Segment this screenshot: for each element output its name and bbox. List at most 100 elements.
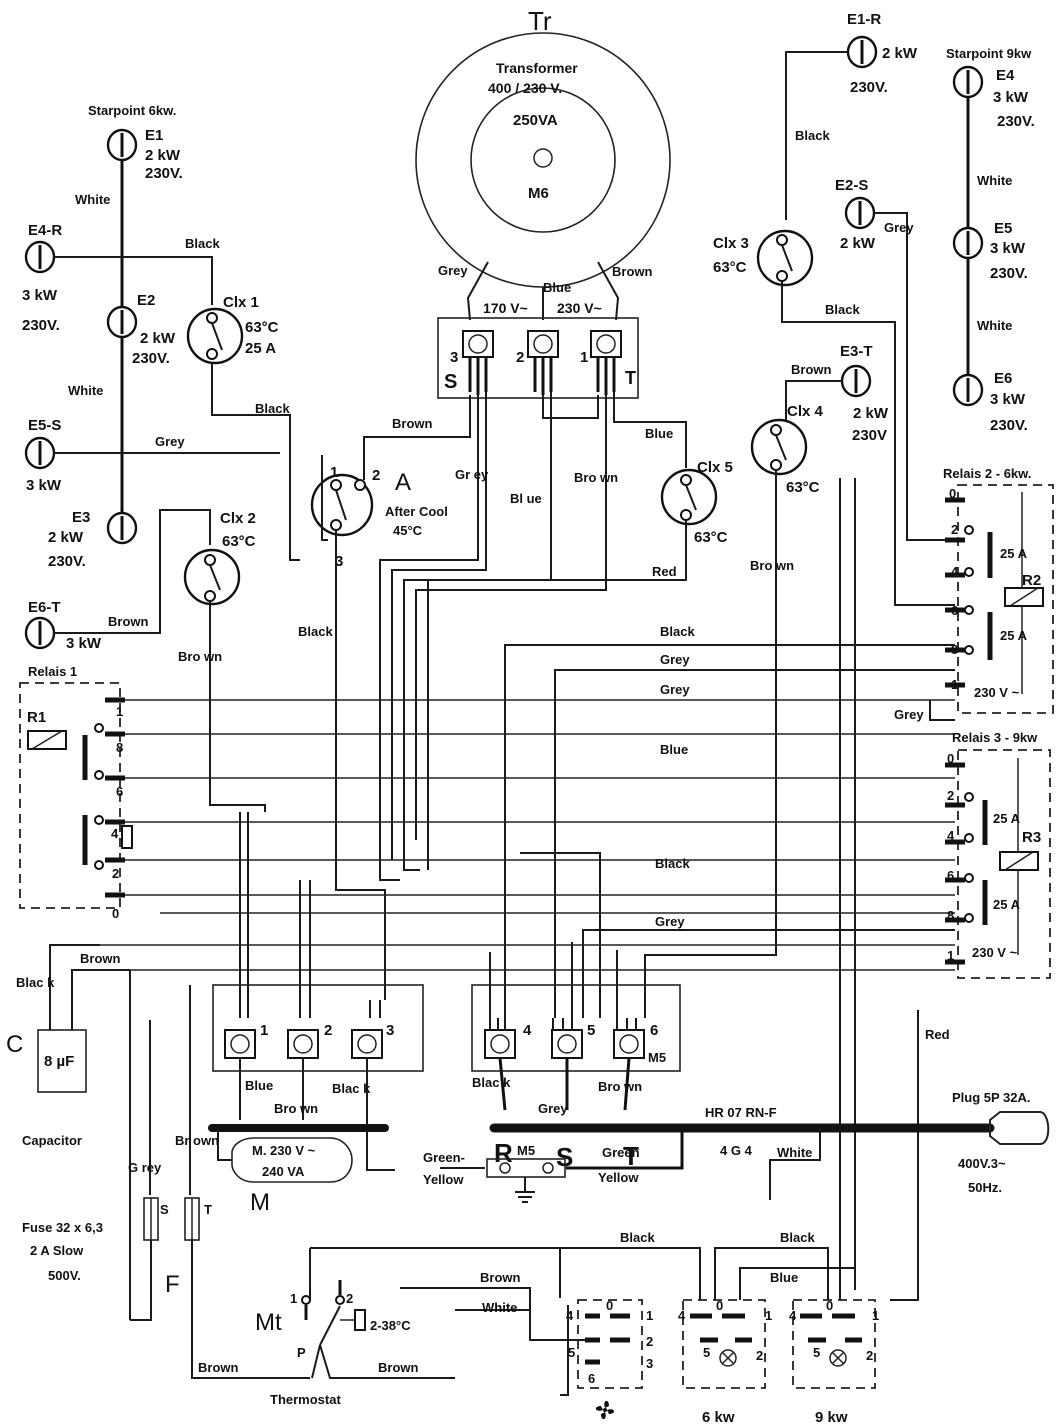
relay2-pin-6: 6 [951,603,958,618]
wire-brown: Bro wn [574,470,618,485]
switch-9kw [792,1299,876,1389]
switch-6kw [682,1299,766,1389]
heating-elements-9kw: E1-R 2 kW 230V. Black Starpoint 9kw E4 3… [785,11,1035,541]
clx1-amps: 25 A [245,340,276,357]
relay3-rating: 25 A [993,811,1021,826]
room-thermostat: Mt 1 2 2-38°C P Brown Brown Thermostat [198,1247,561,1407]
thermostat-clx1-icon [186,307,244,365]
e5-power: 3 kW [990,240,1026,257]
wire-red: Red [925,1027,950,1042]
relay3-coil-label: R3 [1022,829,1041,846]
thermostat-range: 2-38°C [370,1318,411,1333]
wire-white: White [977,318,1012,333]
clx4-icon [750,418,808,476]
terminal-screw-icon [619,1034,639,1054]
e4-power: 3 kW [993,89,1029,106]
wire-grey: Grey [655,914,685,929]
earth-mount-label: M5 [517,1143,535,1158]
transformer-ratio: 400 / 230 V. [488,80,562,96]
wire-grey: Grey [538,1101,568,1116]
clx4-temp: 63°C [786,479,820,496]
capacitor-name: Capacitor [22,1133,82,1148]
fan-switch-pin: 4 [566,1308,574,1323]
relay3-title: Relais 3 - 9kw [952,730,1038,745]
wire-brown: Brown [108,614,149,629]
clx1-label: Clx 1 [223,294,259,311]
sw9-pin: 1 [872,1308,879,1323]
relay-1: Relais 1 R1 1 8 6 4 2 0 [19,664,133,921]
relay1-pin-4: 4 [111,826,119,841]
relay2-title: Relais 2 - 6kw. [943,466,1031,481]
fan-switch-pin: 6 [588,1371,595,1386]
terminal-screw-icon [230,1034,250,1054]
wire-green-yellow: Green- [423,1150,465,1165]
thermostat-pin-1: 1 [290,1291,297,1306]
wire-white: White [482,1300,517,1315]
sw9-pin: 2 [866,1348,873,1363]
wire-grey: Gr ey [455,467,489,482]
wire-red: Red [652,564,677,579]
terminal-4: 4 [523,1022,532,1039]
aftercool-pin-2: 2 [372,467,380,484]
fan-switch-pin: 3 [646,1356,653,1371]
capacitor: 8 µF C Capacitor Blac k Brown [6,944,130,1148]
thermostat-clx5: Clx 5 63°C Red [427,459,733,870]
relay1-enclosure [19,682,121,909]
e2s-label: E2-S [835,177,868,194]
wire-black: Black [825,302,860,317]
transformer-mount-hole [533,148,553,168]
wire-blue: Blue [660,742,688,757]
fan-switch-pin: 0 [606,1298,613,1313]
fan-switch-pin: 1 [646,1308,653,1323]
relay1-pin-8: 8 [116,740,123,755]
e6-label: E6 [994,370,1012,387]
mains-supply-frequency: 50Hz. [968,1180,1002,1195]
relay3-pin-2: 2 [947,788,954,803]
fuses: G rey Br own S T Fuse 32 x 6,3 2 A Slow … [22,970,310,1379]
wire-black: Blac k [332,1081,371,1096]
wire-grey: G rey [128,1160,162,1175]
fuse-t-label: T [204,1202,212,1217]
relay1-coil-label: R1 [27,709,46,726]
relay3-rating: 25 A [993,897,1021,912]
motor-power: 240 VA [262,1164,305,1179]
aftercool-pin-3: 3 [335,553,343,570]
terminal-5: 5 [587,1022,595,1039]
transformer-name: Transformer [496,60,578,76]
e3-volt: 230V. [48,553,86,570]
e1-power: 2 kW [145,147,181,164]
wire-brown: Bro wn [178,649,222,664]
relay2-coil-label: R2 [1022,572,1041,589]
fuse-spec-2: 2 A Slow [30,1243,84,1258]
transformer-170v: 170 V~ [483,300,528,316]
terminal-mount: M5 [648,1050,666,1065]
aftercool-thermostat: 1 2 3 A After Cool 45°C Brown Black [298,395,471,1000]
terminal-screw-icon [490,1034,510,1054]
wire-yellow: Yellow [598,1170,639,1185]
e3t-label: E3-T [840,343,873,360]
e5s-power: 3 kW [26,477,62,494]
relay3-pin-0: 0 [947,751,954,766]
wire-black: Blac k [16,975,55,990]
clx3-label: Clx 3 [713,235,749,252]
e5-label: E5 [994,220,1012,237]
wire-white: White [777,1145,812,1160]
wire-black: Black [620,1230,655,1245]
phase-t: T [623,1141,639,1171]
e6t-label: E6-T [28,599,61,616]
clx5-icon [660,468,718,526]
terminal-screw-icon [533,334,553,354]
relay2-enclosure [957,484,1054,714]
bus-lines: Black Grey Grey Blue Black Grey Grey Red [100,478,955,1301]
fuse-s-label: S [160,1202,169,1217]
wire-black: Black [298,624,333,639]
mains-cable-type: HR 07 RN-F [705,1105,777,1120]
e2-label: E2 [137,292,155,309]
relay2-rating: 25 A [1000,628,1028,643]
wire-brown: Brown [80,951,121,966]
sw6-pin: 2 [756,1348,763,1363]
relay1-pin-2: 2 [112,866,119,881]
clx2-label: Clx 2 [220,510,256,527]
wire-grey: Grey [155,434,185,449]
capacitor-body [37,1029,87,1093]
